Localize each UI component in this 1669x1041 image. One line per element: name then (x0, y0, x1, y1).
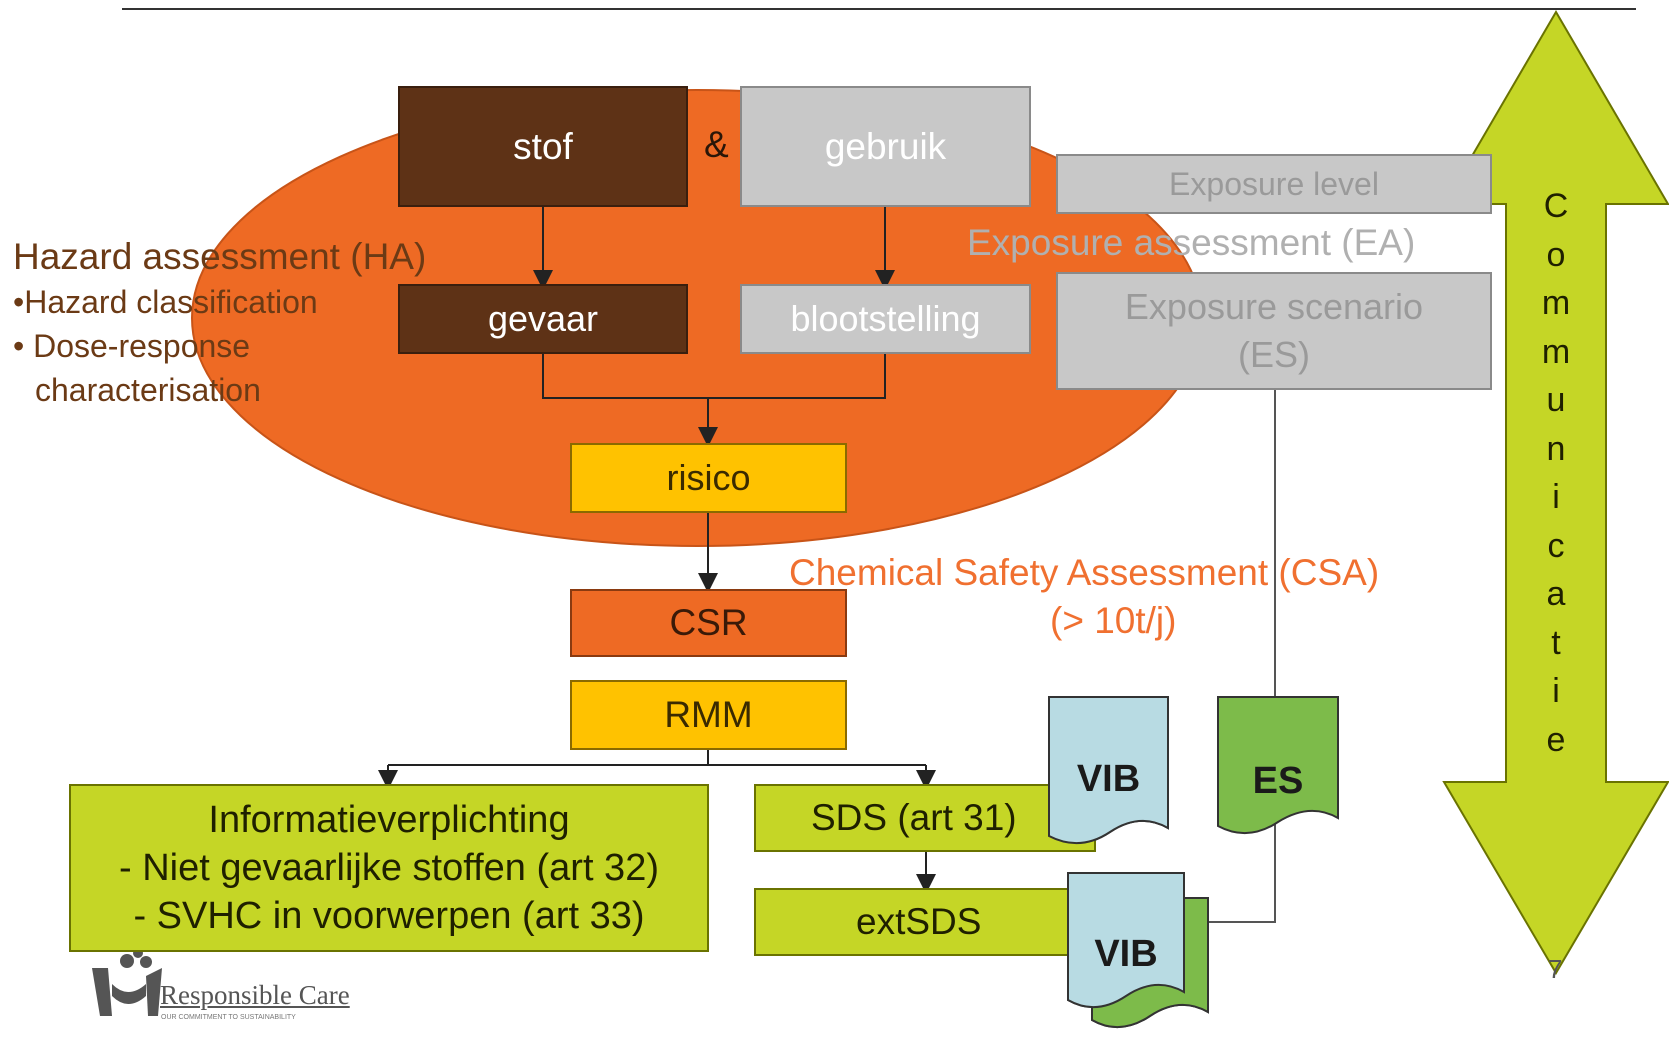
document-vib-top-front-label: VIB (1076, 758, 1141, 800)
communicatie-letter: m (1541, 284, 1571, 322)
info-obligation-line2: - Niet gevaarlijke stoffen (art 32) (119, 847, 659, 889)
hazard-item-classification: •Hazard classification (13, 284, 318, 320)
node-rmm: RMM (570, 680, 847, 750)
node-sds: SDS (art 31) (754, 784, 1096, 852)
node-exposure-scenario: Exposure scenario (ES) (1056, 272, 1492, 390)
document-es-shape (1217, 696, 1339, 835)
communicatie-letter: i (1552, 672, 1560, 710)
document-vib-top-front: VIB (1049, 758, 1168, 808)
responsible-care-logo-icon (92, 948, 162, 1016)
connector-merge (542, 354, 886, 399)
communicatie-letter: i (1552, 478, 1560, 516)
communicatie-letter: t (1551, 623, 1561, 662)
hazard-assessment-title: Hazard assessment (HA) (13, 236, 427, 277)
node-csr-label: CSR (669, 602, 748, 643)
connector-es (1208, 390, 1276, 923)
node-stof-label: stof (513, 125, 573, 167)
node-blootstelling: blootstelling (740, 284, 1031, 354)
logo-tagline: OUR COMMITMENT TO SUSTAINABILITY (161, 1014, 296, 1021)
page-number: 7 (1548, 954, 1563, 984)
node-exposure-scenario-line2: (ES) (1238, 334, 1310, 375)
communicatie-letter: n (1546, 429, 1566, 468)
communicatie-letter: a (1546, 575, 1566, 613)
document-es: ES (1218, 760, 1338, 810)
communicatie-letter: e (1546, 720, 1566, 759)
node-gevaar-label: gevaar (487, 298, 599, 339)
info-obligation-line3: - SVHC in voorwerpen (art 33) (133, 895, 645, 937)
document-vib-bottom-label: VIB (1094, 933, 1158, 975)
logo-name: Responsible Care (160, 980, 350, 1010)
node-csr: CSR (570, 589, 847, 657)
node-rmm-label: RMM (664, 694, 753, 735)
communicatie-letter: o (1546, 235, 1566, 274)
node-exposure-level: Exposure level (1056, 154, 1492, 214)
node-exposure-scenario-line1: Exposure scenario (1124, 286, 1424, 327)
csa-label-line1: Chemical Safety Assessment (CSA) (789, 552, 1380, 593)
communicatie-letter: c (1547, 526, 1565, 565)
node-stof: stof (398, 86, 688, 207)
exposure-assessment-label: Exposure assessment (EA) (967, 222, 1416, 263)
node-sds-label: SDS (art 31) (811, 797, 1017, 838)
node-risico: risico (570, 443, 847, 513)
hazard-item-dose-response: • Dose-response (13, 328, 251, 364)
info-obligation-box: Informatieverplichting - Niet gevaarlijk… (69, 784, 709, 952)
node-gebruik-label: gebruik (824, 125, 947, 167)
node-gebruik: gebruik (740, 86, 1031, 207)
csa-label-line2: (> 10t/j) (1050, 600, 1177, 641)
document-vib-bottom: VIB (1068, 933, 1184, 983)
document-es-label: ES (1252, 760, 1304, 802)
node-exposure-level-label: Exposure level (1169, 165, 1379, 202)
node-blootstelling-label: blootstelling (790, 298, 981, 339)
info-obligation-line1: Informatieverplichting (208, 799, 570, 841)
hazard-item-characterisation: characterisation (35, 372, 261, 408)
node-risico-label: risico (666, 457, 751, 498)
node-extsds: extSDS (754, 888, 1096, 956)
node-extsds-label: extSDS (856, 901, 982, 942)
communicatie-letter: C (1543, 187, 1569, 225)
node-gevaar: gevaar (398, 284, 688, 354)
ampersand-symbol: & (704, 124, 729, 165)
communicatie-letter: m (1541, 332, 1571, 371)
communicatie-letter: u (1546, 381, 1566, 419)
